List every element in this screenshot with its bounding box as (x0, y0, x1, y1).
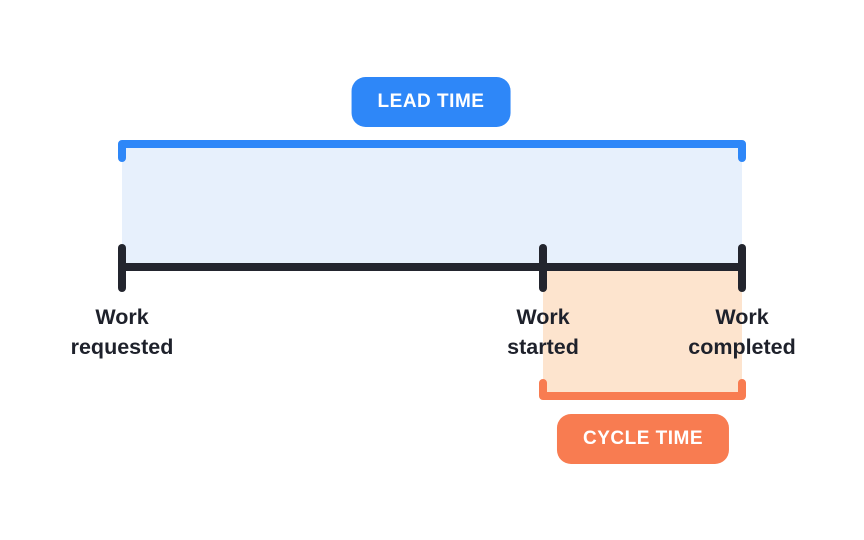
cycle-time-region (543, 271, 742, 392)
lead-time-badge: LEAD TIME (351, 77, 511, 127)
label-work-requested: Work requested (70, 305, 174, 359)
lead-time-region (122, 148, 742, 263)
label-work-completed: Work completed (688, 305, 796, 359)
cycle-time-badge: CYCLE TIME (556, 414, 730, 464)
cycle-time-bracket (539, 379, 746, 400)
lead-time-bracket (118, 140, 746, 162)
label-work-started: Work started (507, 305, 579, 359)
